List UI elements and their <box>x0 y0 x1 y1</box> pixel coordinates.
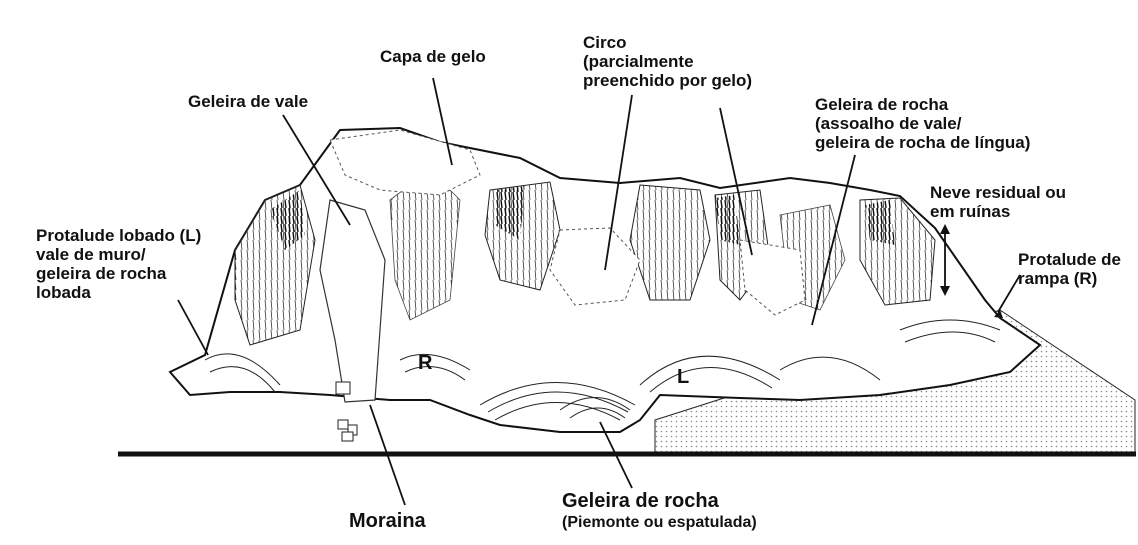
label-capa-de-gelo: Capa de gelo <box>380 47 486 66</box>
map-letter-l: L <box>677 366 689 389</box>
label-moraina: Moraina <box>349 510 426 532</box>
label-geleira-de-rocha-piemonte: Geleira de rocha <box>562 490 719 512</box>
label-piemonte-sub: (Piemonte ou espatulada) <box>562 514 757 532</box>
label-protalude-rampa: Protalude de rampa (R) <box>1018 250 1121 288</box>
label-geleira-de-vale: Geleira de vale <box>188 92 308 111</box>
label-geleira-de-rocha-lingua: Geleira de rocha (assoalho de vale/ gele… <box>815 95 1030 152</box>
label-protalude-lobado: Protalude lobado (L) vale de muro/ gelei… <box>36 226 201 302</box>
label-neve-residual: Neve residual ou em ruínas <box>930 183 1066 221</box>
map-letter-r: R <box>418 352 432 375</box>
label-circo: Circo (parcialmente preenchido por gelo) <box>583 33 752 90</box>
